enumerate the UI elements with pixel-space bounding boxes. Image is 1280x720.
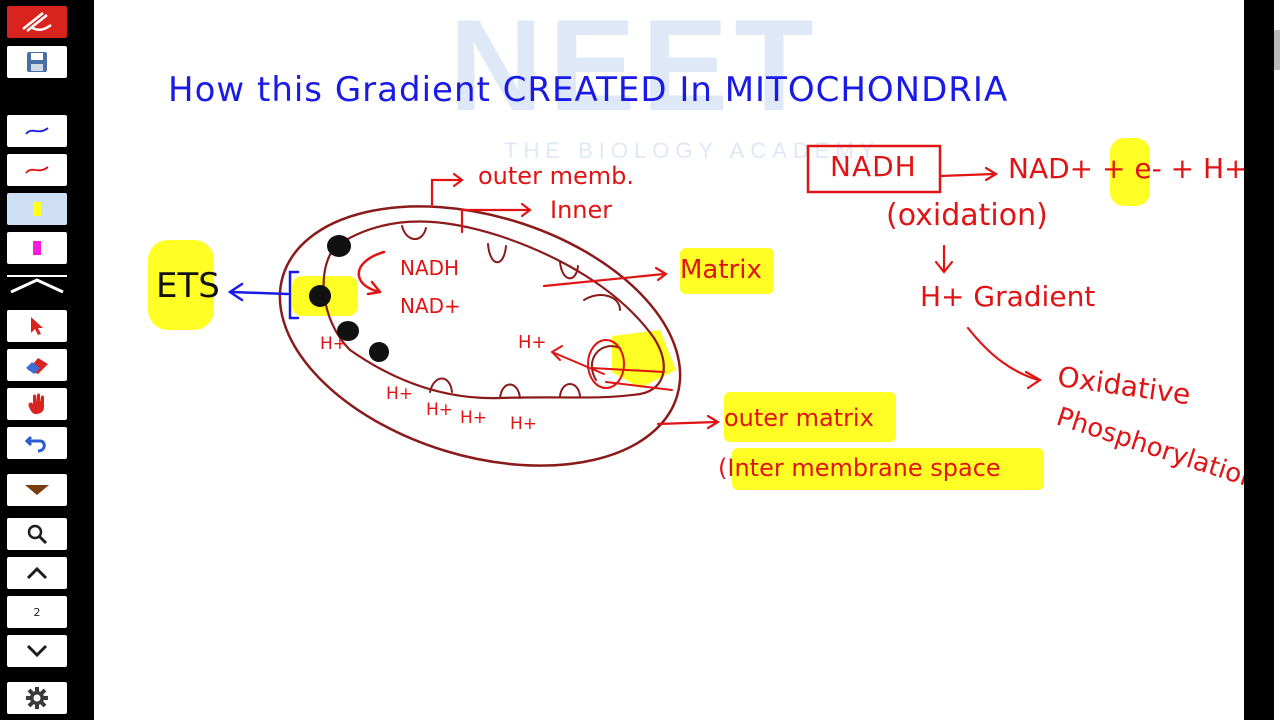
yellow-highlighter-icon[interactable] [7,193,67,225]
watermark-logo: NEET [449,0,820,138]
mitochondrion-diagram [278,205,682,467]
label-nad-equation: NAD+ + e- + H+ [1008,152,1244,185]
page-number[interactable]: 2 [7,596,67,628]
label-nadh-box: NADH [830,150,917,183]
dropdown-icon[interactable] [7,474,67,506]
collapse-icon[interactable] [7,274,67,296]
h-plus-label-3: H+ [426,400,454,420]
label-inner: Inner [550,196,613,224]
h-plus-label-4: H+ [460,408,488,428]
undo-icon[interactable] [7,427,67,459]
h-plus-label-2: H+ [386,384,414,404]
pointer-icon[interactable] [7,310,67,342]
label-inter-membrane-space: (Inter membrane space [718,454,1001,482]
h-plus-label-6: H+ [518,332,547,353]
page-number-label: 2 [33,605,41,619]
highlights [148,138,1150,490]
right-scrollbar[interactable] [1244,0,1280,720]
label-h-gradient: H+ Gradient [920,280,1096,313]
settings-icon[interactable] [7,682,67,714]
eraser-icon[interactable] [7,349,67,381]
annotation-arrows [430,166,1043,430]
nadh-box [806,144,942,194]
board-title: How this Gradient CREATED In MITOCHONDRI… [168,70,1009,110]
label-nadh-small: NADH [400,256,460,280]
blue-pen-icon[interactable] [7,115,67,147]
magenta-highlighter-icon[interactable] [7,232,67,264]
label-matrix: Matrix [680,255,762,285]
drawing-layer [148,138,1150,490]
label-nad-small: NAD+ [400,294,461,318]
watermark-subtitle: THE BIOLOGY ACADEMY [504,138,881,163]
label-outer-memb: outer memb. [478,162,634,190]
save-icon[interactable] [7,46,67,78]
pen-logo-icon[interactable] [7,6,67,38]
h-plus-label-1: H+ [320,334,348,354]
label-oxidation: (oxidation) [886,198,1048,233]
zoom-icon[interactable] [7,518,67,550]
page-up-icon[interactable] [7,557,67,589]
h-plus-label-5: H+ [510,414,538,434]
ets-arrow [227,270,300,320]
left-toolbar: 2 [0,0,74,720]
whiteboard-canvas[interactable]: NEET THE BIOLOGY ACADEMY [94,0,1244,720]
hand-icon[interactable] [7,388,67,420]
scroll-thumb[interactable] [1274,30,1280,70]
label-ets: ETS [156,266,220,306]
scroll-track[interactable] [1274,0,1280,720]
red-pen-icon[interactable] [7,154,67,186]
page-down-icon[interactable] [7,635,67,667]
label-outer-matrix: outer matrix [724,404,874,432]
